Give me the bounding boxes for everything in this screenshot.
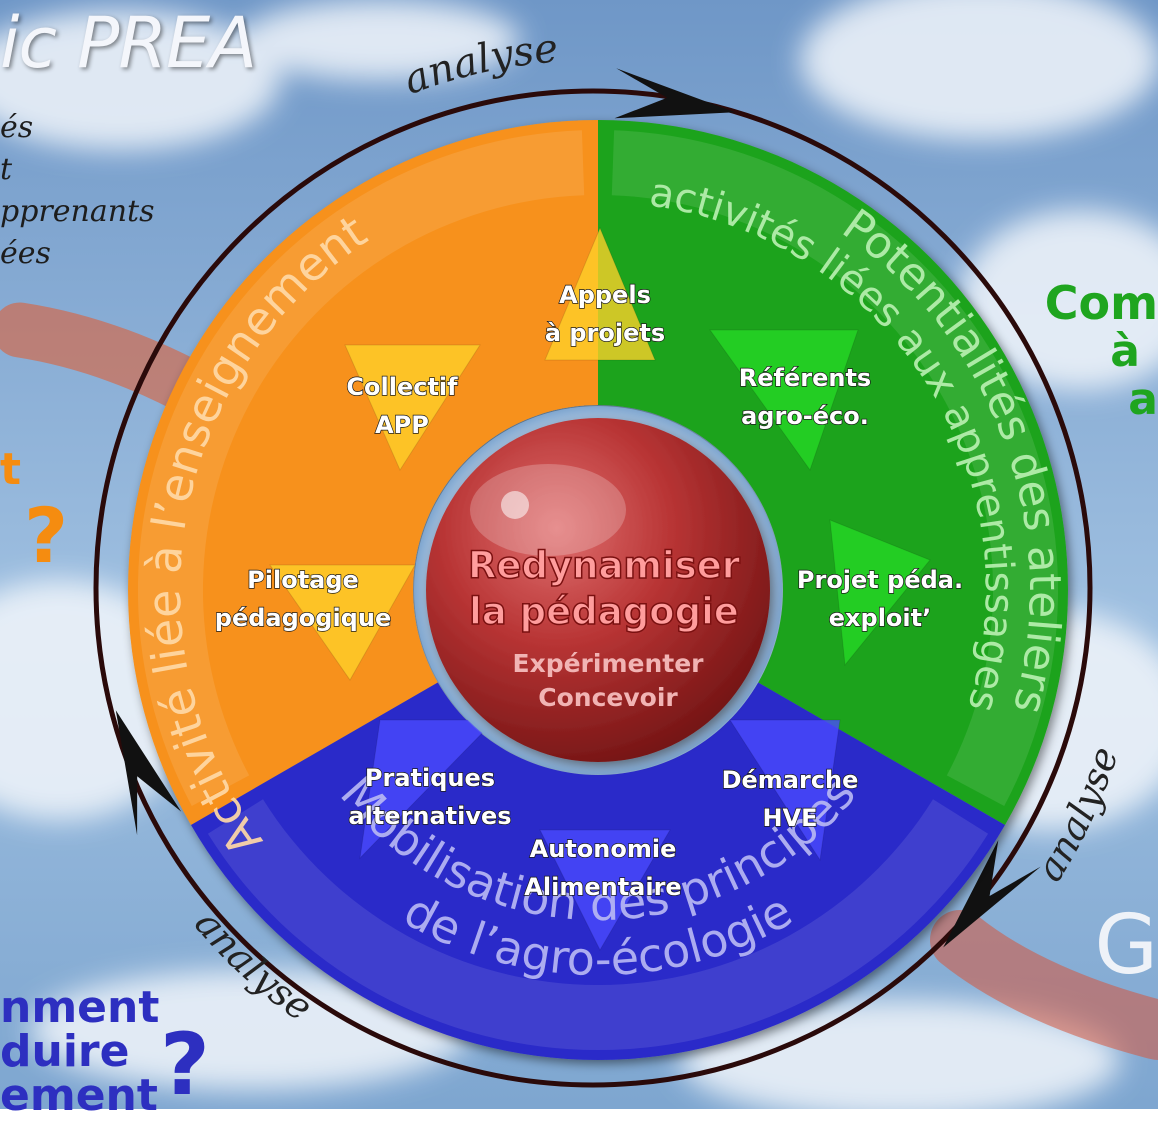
topleft-line-4: ées [0,236,51,271]
sector-teaching [128,120,598,825]
cycle-arrowhead [115,710,182,836]
triangle-marker [539,829,671,952]
sector-gloss-band [611,130,1059,807]
triangle-marker [544,226,656,361]
left-question-mark: ? [24,491,69,580]
right-green-line3: a [1128,374,1158,425]
cloud [960,210,1158,390]
triangle-marker [829,519,931,667]
cycle-arrows [115,68,1041,948]
item-referents-line2: agro-éco. [741,402,869,430]
triangle-marker [729,719,841,862]
cloud [680,1000,1120,1109]
sector-gloss-band [207,799,989,1051]
cloud [30,970,470,1090]
item-collectif-line2: APP [375,411,429,439]
cloud [240,0,520,80]
item-autonomie-line2: Alimentaire [524,873,681,901]
item-appels-line2: à projets [545,319,665,347]
right-bottom-fragment: G [1094,898,1158,993]
item-collectif-line1: Collectif [346,373,458,401]
bottom-left-line-2: duire [0,1026,130,1077]
item-labels: Collectif APP Pilotage pédagogique Appel… [214,280,964,901]
triangle-marker [359,719,497,860]
item-projet-line1: Projet péda. [797,566,963,594]
cycle-ring [93,88,1093,1088]
triangle-marker [269,564,416,681]
topleft-line-1: és [0,110,34,145]
item-autonomie-line1: Autonomie [530,835,677,863]
item-pratiques-line1: Pratiques [365,764,495,792]
sector-workshops [598,120,1068,825]
triangle-marker [344,344,481,472]
bottom-left-line-3: ement [0,1070,158,1121]
item-appels-line1: Appels [559,281,651,309]
ball-highlight [470,464,626,556]
title-fragment: ic PREA [0,2,257,84]
topleft-line-2: t [0,152,13,187]
item-pratiques-line2: alternatives [348,802,511,830]
triangle-markers [269,226,931,952]
cloud [0,10,280,150]
item-pilotage-line2: pédagogique [215,604,391,632]
center-title-line1: Redynamiser [468,544,741,587]
bottom-left-line-1: nment [0,982,160,1033]
item-pilotage-line1: Pilotage [247,566,359,594]
item-demarche-line2: HVE [762,804,817,832]
triangle-marker [709,329,859,472]
topleft-line-3: pprenants [0,194,155,229]
item-demarche-line1: Démarche [722,766,859,794]
right-green-line2: à [1110,326,1140,377]
center-sub-line1: Expérimenter [513,649,705,678]
center-sub-line2: Concevoir [538,683,678,712]
center-text-group: Redynamiser la pédagogie Expérimenter Co… [467,543,741,712]
ball-shine [501,491,529,519]
left-orange-fragment: t [0,444,22,495]
cycle-arrowhead [943,840,1041,948]
sector-gloss-band [137,130,585,807]
item-referents-line1: Référents [739,364,871,392]
sector-gloss [137,130,1059,1051]
swoosh-right [930,910,1158,1060]
bottom-left-question-mark: ? [160,1015,210,1115]
item-projet-line2: exploit’ [829,604,931,632]
center-title-line2: la pédagogie [469,590,739,633]
right-green-line1: Com [1044,276,1158,330]
cloud [800,0,1158,140]
cycle-arrowhead [614,68,735,119]
